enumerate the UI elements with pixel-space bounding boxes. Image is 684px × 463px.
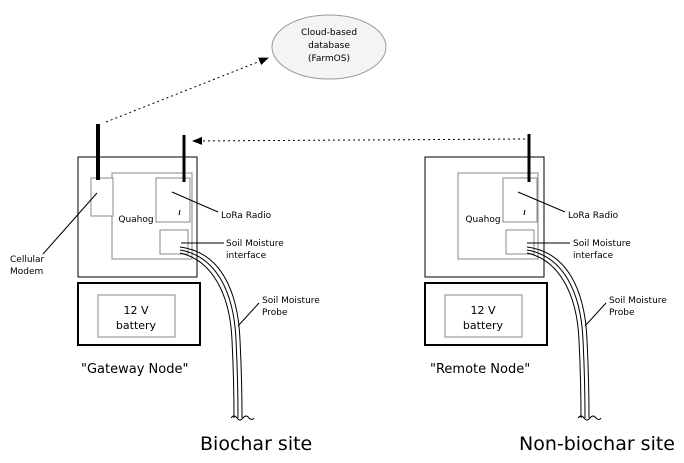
remote-probe-cable-1: [526, 246, 590, 419]
remote-lora-label: LoRa Radio: [568, 211, 619, 221]
remote-soil-label-line1: Soil Moisture: [573, 239, 631, 249]
gateway-lora-label: LoRa Radio: [221, 211, 272, 221]
cloud-database: Cloud-based database (FarmOS): [271, 14, 387, 80]
gateway-soil-label-line1: Soil Moisture: [226, 239, 284, 249]
remote-lora-leader: [517, 191, 566, 213]
gateway-cellular-label-line1: Cellular: [10, 255, 45, 265]
remote-node: Quahog LoRa Radio Soil Moisture interfac…: [424, 134, 675, 455]
remote-probe-label-line1: Soil Moisture: [609, 296, 667, 306]
remote-battery-label-line1: 12 V: [470, 304, 495, 317]
gateway-cellular-label-line2: Modem: [10, 267, 43, 277]
gateway-node-label: "Gateway Node": [81, 362, 188, 377]
gateway-soil-interface: [159, 229, 189, 255]
lora-link-arrow: [192, 136, 526, 145]
gateway-battery-label-line1: 12 V: [123, 304, 148, 317]
gateway-probe-cable-1: [179, 246, 243, 419]
gateway-cellular-leader: [42, 192, 98, 255]
gateway-lora-radio: [155, 177, 191, 223]
remote-battery: [444, 294, 523, 338]
remote-probe-leader: [584, 302, 607, 327]
remote-probe-cable-2: [526, 249, 586, 419]
remote-probe-label-line2: Probe: [609, 308, 635, 318]
remote-quahog-label: Quahog: [465, 215, 500, 225]
gateway-node: Quahog LoRa Radio Soil Moisture interfac…: [10, 124, 320, 455]
gateway-probe-tip: [230, 415, 255, 421]
gateway-cellular-modem: [90, 177, 114, 217]
gateway-probe-cable-3: [179, 252, 235, 419]
remote-battery-label-line2: battery: [463, 319, 504, 332]
remote-node-label: "Remote Node": [430, 362, 530, 377]
cloud-label-line1: Cloud-based: [301, 28, 357, 38]
gateway-probe-label-line2: Probe: [262, 308, 288, 318]
gateway-probe-cable-2: [179, 249, 239, 419]
remote-probe-tip: [577, 415, 602, 421]
biochar-site-label: Biochar site: [200, 433, 312, 455]
remote-soil-label-line2: interface: [573, 251, 614, 261]
gateway-radio-tick: [178, 209, 181, 216]
cloud-label-line2: database: [308, 41, 350, 51]
gateway-battery-label-line2: battery: [116, 319, 157, 332]
gateway-battery: [97, 294, 176, 338]
gateway-quahog-label: Quahog: [118, 215, 153, 225]
remote-probe-cable-3: [526, 252, 582, 419]
gateway-probe-leader: [237, 302, 260, 327]
remote-radio-tick: [523, 209, 526, 216]
gateway-soil-label-line2: interface: [226, 251, 267, 261]
cloud-label-line3: (FarmOS): [308, 54, 350, 64]
gateway-lora-leader: [171, 191, 219, 213]
non-biochar-site-label: Non-biochar site: [519, 433, 675, 455]
cellular-link-arrow: [105, 57, 269, 123]
gateway-probe-label-line1: Soil Moisture: [262, 296, 320, 306]
remote-lora-radio: [502, 177, 538, 223]
